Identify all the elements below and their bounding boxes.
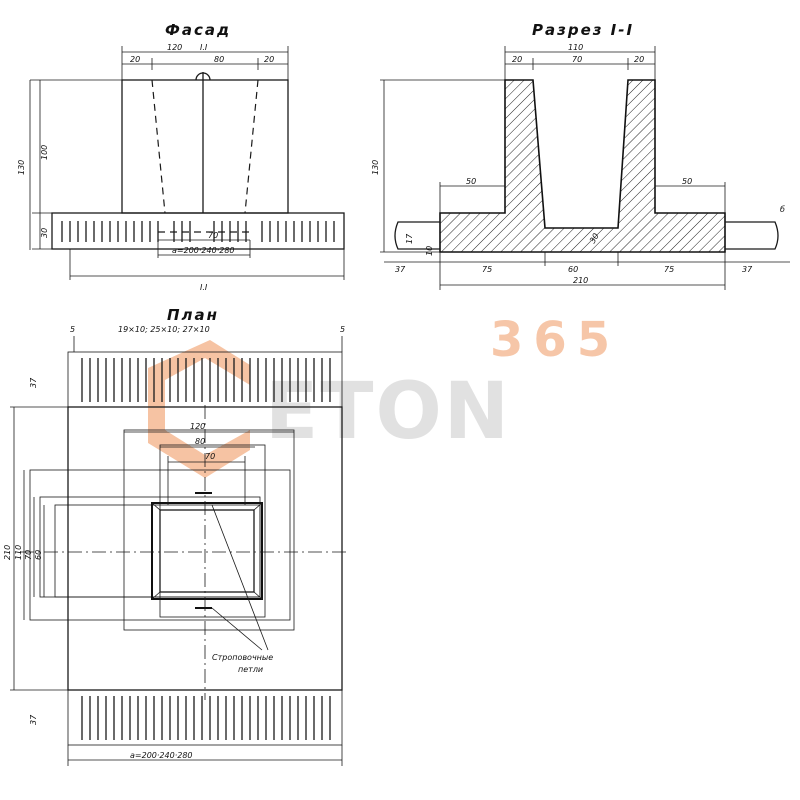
section-title: Разрез I-I	[532, 21, 634, 39]
facade-view: Фасад 120 I.I 20 80 20	[17, 21, 345, 292]
section-dim-bottom-c: 75	[664, 265, 674, 274]
plan-dim-80: 80	[195, 437, 205, 446]
plan-dim-120: 120	[190, 422, 205, 431]
plan-marker-left: 5	[70, 325, 75, 334]
plan-loops-label-1: Строповочные	[212, 653, 273, 662]
facade-dim-top-marker: I.I	[200, 43, 208, 52]
watermark-word: ETON	[265, 367, 511, 457]
section-dim-ledge-right: 50	[682, 177, 692, 186]
plan-dim-bottom-strip: 37	[29, 714, 38, 725]
section-dim-top-right: 20	[634, 55, 644, 64]
section-body	[439, 79, 726, 253]
plan-loops-label-2: петли	[238, 665, 263, 674]
section-dim-thick-bottom: 30	[588, 232, 601, 245]
section-dim-bottom-a: 75	[482, 265, 492, 274]
plan-bars-note: 19×10; 25×10; 27×10	[118, 325, 210, 334]
section-dim-top-left: 20	[512, 55, 522, 64]
plan-dim-60: 60	[34, 550, 43, 560]
section-view: Разрез I-I 110 20 70 20 б 50 50 30 130 1…	[371, 21, 790, 290]
plan-dim-110: 110	[14, 545, 23, 560]
section-dim-small-rot: 10	[425, 246, 434, 256]
facade-dim-inner-bottom: 70	[208, 231, 218, 240]
section-dim-top-total: 110	[568, 43, 583, 52]
plan-dim-70-left: 70	[24, 550, 33, 560]
plan-title: План	[167, 306, 219, 324]
facade-dim-left-lower: 30	[40, 228, 49, 238]
section-dim-left-total: 130	[371, 160, 380, 175]
facade-dim-top-left: 20	[130, 55, 140, 64]
section-dim-top-mid: 70	[572, 55, 582, 64]
plan-view: План 5 5 19×10; 25×10; 27×10 37	[3, 306, 350, 766]
facade-dim-base-width: a=200·240·280	[172, 246, 235, 255]
section-right-label: б	[780, 205, 785, 214]
facade-dim-top-mid: 80	[214, 55, 224, 64]
section-dim-bottom-l: 37	[395, 265, 406, 274]
section-dim-ledge-left: 50	[466, 177, 476, 186]
section-dim-bottom-b: 60	[568, 265, 578, 274]
section-dim-bottom-r: 37	[742, 265, 753, 274]
facade-dim-left-upper: 100	[40, 145, 49, 160]
section-dim-small-left: 17	[405, 233, 414, 244]
facade-dim-top-total: 120	[167, 43, 182, 52]
plan-dim-top-strip: 37	[29, 377, 38, 388]
plan-marker-right: 5	[340, 325, 345, 334]
watermark-number: 365	[490, 312, 620, 368]
central-opening	[151, 502, 263, 600]
watermark: 365 ETON	[148, 312, 620, 478]
facade-dim-base-marker: I.I	[200, 283, 208, 292]
facade-title: Фасад	[165, 21, 231, 39]
plan-dim-bottom-width: a=200·240·280	[130, 751, 193, 760]
watermark-logo-icon	[148, 340, 250, 478]
section-dim-bottom-total: 210	[573, 276, 588, 285]
plan-dim-210: 210	[3, 545, 12, 560]
plan-dim-70: 70	[205, 452, 215, 461]
lifting-loop-icon	[195, 72, 211, 81]
facade-dim-top-right: 20	[264, 55, 274, 64]
facade-dim-left-total: 130	[17, 160, 26, 175]
